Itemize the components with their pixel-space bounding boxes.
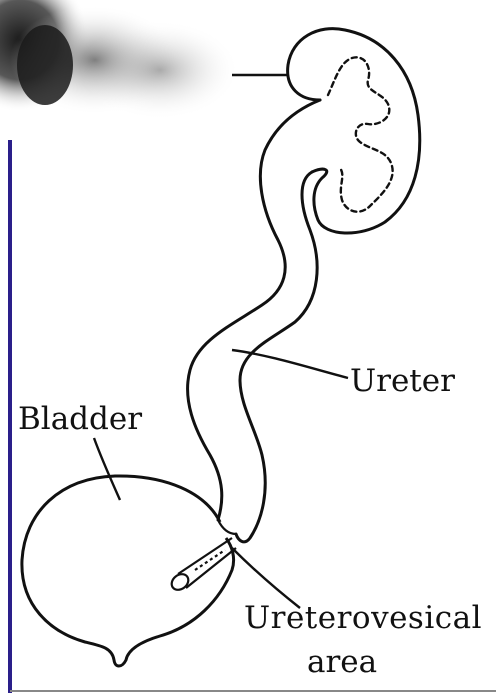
bladder-pointer-line [94, 438, 120, 500]
bladder-label: Bladder [18, 404, 142, 435]
scan-image-fragment [0, 0, 240, 120]
ureter-left-wall [188, 100, 320, 520]
area-label: area [307, 647, 377, 678]
ureterovesical-label: Ureterovesical [244, 603, 482, 634]
renal-pelvis-dashed [328, 57, 393, 211]
ureter-label: Ureter [350, 366, 455, 397]
ureterovesical-pointer-line [232, 548, 300, 608]
ureter-right-wall [236, 172, 317, 542]
bladder-outline [22, 476, 234, 666]
kidney-outline [288, 29, 420, 233]
